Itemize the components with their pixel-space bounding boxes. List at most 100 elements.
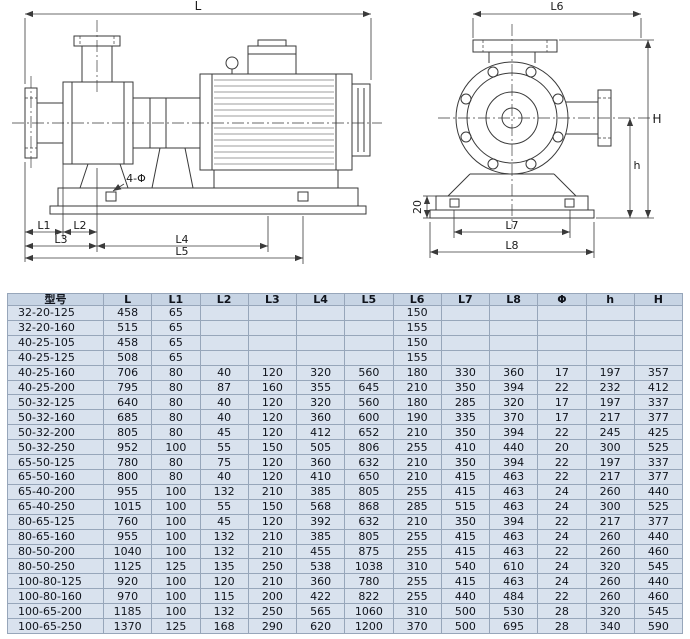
value-cell <box>537 334 587 351</box>
value-cell: 515 <box>440 498 491 515</box>
model-cell: 50-32-125 <box>7 394 104 411</box>
value-cell: 360 <box>295 454 346 470</box>
value-cell: 125 <box>151 558 201 575</box>
model-cell: 40-25-105 <box>7 334 104 351</box>
model-cell: 40-25-125 <box>7 349 104 366</box>
value-cell: 706 <box>102 364 153 381</box>
dim-label-l1: L1 <box>37 219 50 232</box>
model-cell: 65-40-250 <box>7 498 104 515</box>
value-cell: 22 <box>537 379 587 396</box>
value-cell: 377 <box>633 409 684 426</box>
value-cell: 255 <box>392 528 442 545</box>
value-cell: 22 <box>537 513 587 530</box>
value-cell <box>585 319 635 336</box>
value-cell <box>488 305 539 321</box>
value-cell: 955 <box>102 528 153 545</box>
value-cell: 255 <box>392 543 442 560</box>
value-cell <box>537 349 587 366</box>
value-cell: 650 <box>344 468 394 485</box>
side-view-dimensions <box>24 10 372 264</box>
dim-label-l6: L6 <box>550 0 563 13</box>
pump-side-view <box>12 20 382 215</box>
value-cell <box>344 305 394 321</box>
value-cell: 350 <box>440 513 491 530</box>
value-cell: 370 <box>488 409 539 426</box>
value-cell: 100 <box>151 603 201 620</box>
value-cell: 640 <box>102 394 153 411</box>
value-cell: 80 <box>151 454 201 470</box>
value-cell <box>199 349 249 366</box>
dim-label-l: L <box>195 0 202 13</box>
value-cell: 17 <box>537 364 587 381</box>
value-cell: 632 <box>344 454 394 470</box>
value-cell: 1038 <box>344 558 394 575</box>
value-cell: 394 <box>488 513 539 530</box>
value-cell: 645 <box>344 379 394 396</box>
eyebolt-icon <box>225 56 239 70</box>
value-cell <box>633 349 684 366</box>
value-cell: 160 <box>247 379 298 396</box>
value-cell: 132 <box>199 603 249 620</box>
value-cell: 255 <box>392 573 442 590</box>
value-cell: 120 <box>247 454 298 470</box>
value-cell: 290 <box>247 618 298 634</box>
value-cell: 155 <box>392 319 442 336</box>
value-cell: 245 <box>585 424 635 441</box>
value-cell <box>295 349 346 366</box>
value-cell: 65 <box>151 319 201 336</box>
value-cell: 24 <box>537 558 587 575</box>
value-cell: 65 <box>151 334 201 351</box>
drawing-area: L L1 L2 L3 L4 L5 4-Φ L6 H h 20 L7 L8 <box>0 0 690 292</box>
value-cell: 484 <box>488 588 539 605</box>
value-cell: 210 <box>247 528 298 545</box>
value-cell: 210 <box>247 483 298 500</box>
value-cell: 360 <box>295 573 346 590</box>
model-cell: 65-50-160 <box>7 468 104 485</box>
anchor-hole <box>105 191 117 202</box>
value-cell <box>199 319 249 336</box>
value-cell: 508 <box>102 349 153 366</box>
column-header: L5 <box>344 293 394 306</box>
value-cell: 55 <box>199 439 249 456</box>
value-cell: 455 <box>295 543 346 560</box>
value-cell: 120 <box>247 468 298 485</box>
value-cell: 377 <box>633 468 684 485</box>
value-cell: 412 <box>633 379 684 396</box>
value-cell: 210 <box>392 424 442 441</box>
pump-technical-drawing: L L1 L2 L3 L4 L5 4-Φ L6 H h 20 L7 L8 <box>12 0 662 264</box>
value-cell: 150 <box>392 305 442 321</box>
value-cell: 805 <box>102 424 153 441</box>
value-cell <box>247 334 298 351</box>
anchor-hole <box>297 191 309 202</box>
value-cell: 1040 <box>102 543 153 560</box>
value-cell: 125 <box>151 618 201 634</box>
value-cell: 22 <box>537 424 587 441</box>
value-cell: 415 <box>440 528 491 545</box>
value-cell: 320 <box>585 603 635 620</box>
value-cell: 538 <box>295 558 346 575</box>
value-cell: 120 <box>247 424 298 441</box>
value-cell: 920 <box>102 573 153 590</box>
value-cell: 210 <box>247 573 298 590</box>
value-cell: 285 <box>440 394 491 411</box>
value-cell: 540 <box>440 558 491 575</box>
value-cell: 392 <box>295 513 346 530</box>
value-cell: 525 <box>633 498 684 515</box>
value-cell: 568 <box>295 498 346 515</box>
value-cell: 410 <box>440 439 491 456</box>
value-cell: 200 <box>247 588 298 605</box>
model-cell: 40-25-160 <box>7 364 104 381</box>
value-cell: 440 <box>633 483 684 500</box>
column-header: L6 <box>392 293 442 306</box>
value-cell: 590 <box>633 618 684 634</box>
anchor-hole <box>449 198 460 208</box>
value-cell: 500 <box>440 603 491 620</box>
value-cell <box>440 319 491 336</box>
